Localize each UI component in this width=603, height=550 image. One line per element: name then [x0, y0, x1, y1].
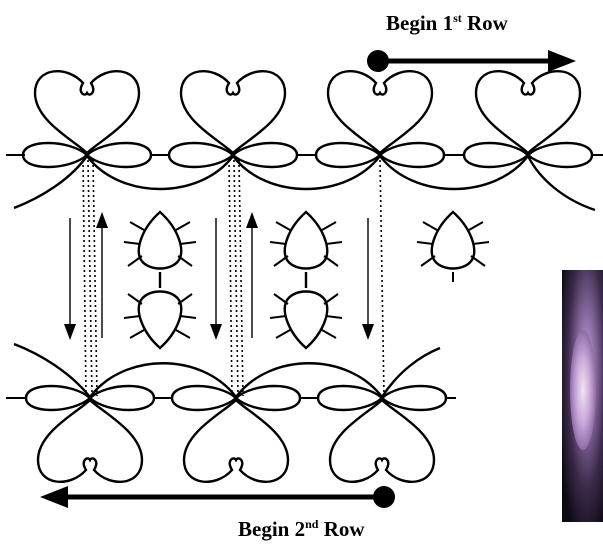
- bead-drop: [268, 210, 344, 270]
- bead-drop: [268, 290, 344, 350]
- heart-ring: [179, 69, 287, 155]
- heart-ring: [182, 398, 290, 484]
- top-row-motifs: [6, 69, 603, 212]
- heart-ring: [33, 69, 141, 155]
- begin-1st-row-arrow: [367, 50, 576, 72]
- join-lines: [82, 159, 385, 397]
- bead-drop: [122, 210, 198, 270]
- heart-ring: [326, 69, 434, 155]
- tatted-lace-photo: [562, 270, 603, 522]
- bead-drop: [122, 290, 198, 350]
- begin-2nd-row-arrow: [40, 486, 395, 508]
- heart-ring: [474, 69, 582, 155]
- caption-text: Row: [318, 517, 365, 541]
- caption-text: Begin 2: [238, 517, 306, 541]
- caption-text: Begin 1: [386, 11, 454, 35]
- heart-ring: [328, 398, 436, 484]
- heart-ring: [36, 398, 144, 484]
- direction-arrows: [64, 212, 374, 340]
- joining-beads: [122, 210, 491, 350]
- begin-1st-row-label: Begin 1st Row: [386, 12, 508, 34]
- caption-superscript: st: [453, 11, 462, 25]
- caption-superscript: nd: [305, 517, 319, 531]
- caption-text: Row: [461, 11, 508, 35]
- photo-bead: [570, 330, 596, 450]
- begin-2nd-row-label: Begin 2nd Row: [238, 518, 365, 540]
- bead-drop: [415, 210, 491, 270]
- bottom-row-motifs: [6, 342, 456, 484]
